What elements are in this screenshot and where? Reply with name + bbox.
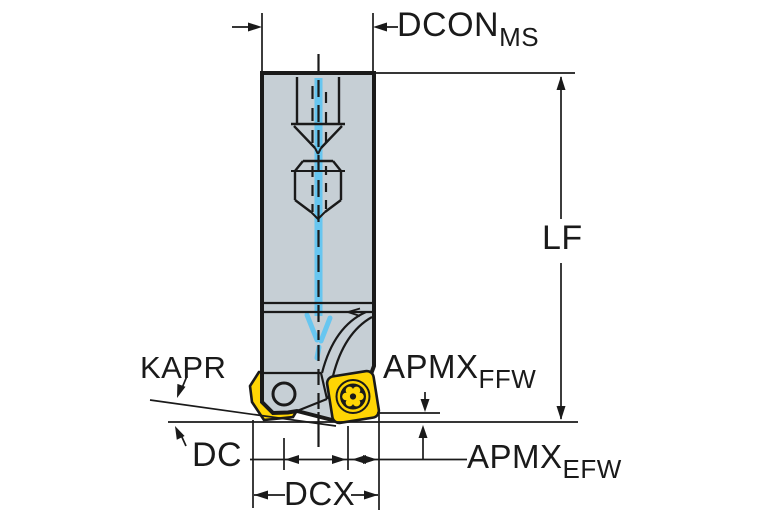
centerline xyxy=(311,54,328,447)
dim-lf xyxy=(376,72,575,419)
flute-curve xyxy=(320,310,367,374)
label-dcon: DCONMS xyxy=(397,6,540,52)
label-apmx-ffw: APMXFFW xyxy=(383,348,537,394)
label-apmx-efw: APMXEFW xyxy=(467,438,622,484)
label-kapr: KAPR xyxy=(140,350,227,385)
dim-apmx-ffw xyxy=(377,392,440,414)
label-dc: DC xyxy=(192,436,243,474)
dim-dcon xyxy=(232,13,398,72)
label-lf: LF xyxy=(542,219,583,257)
torx-screw-icon xyxy=(335,379,371,414)
clamp-socket-top xyxy=(291,77,345,155)
label-dcx: DCX xyxy=(284,475,356,512)
clamp-socket-bottom xyxy=(291,159,345,220)
arrowheads xyxy=(175,22,566,500)
insert-pocket-plate xyxy=(271,381,297,407)
right-insert xyxy=(325,369,381,425)
screw-hole-icon xyxy=(271,381,297,407)
